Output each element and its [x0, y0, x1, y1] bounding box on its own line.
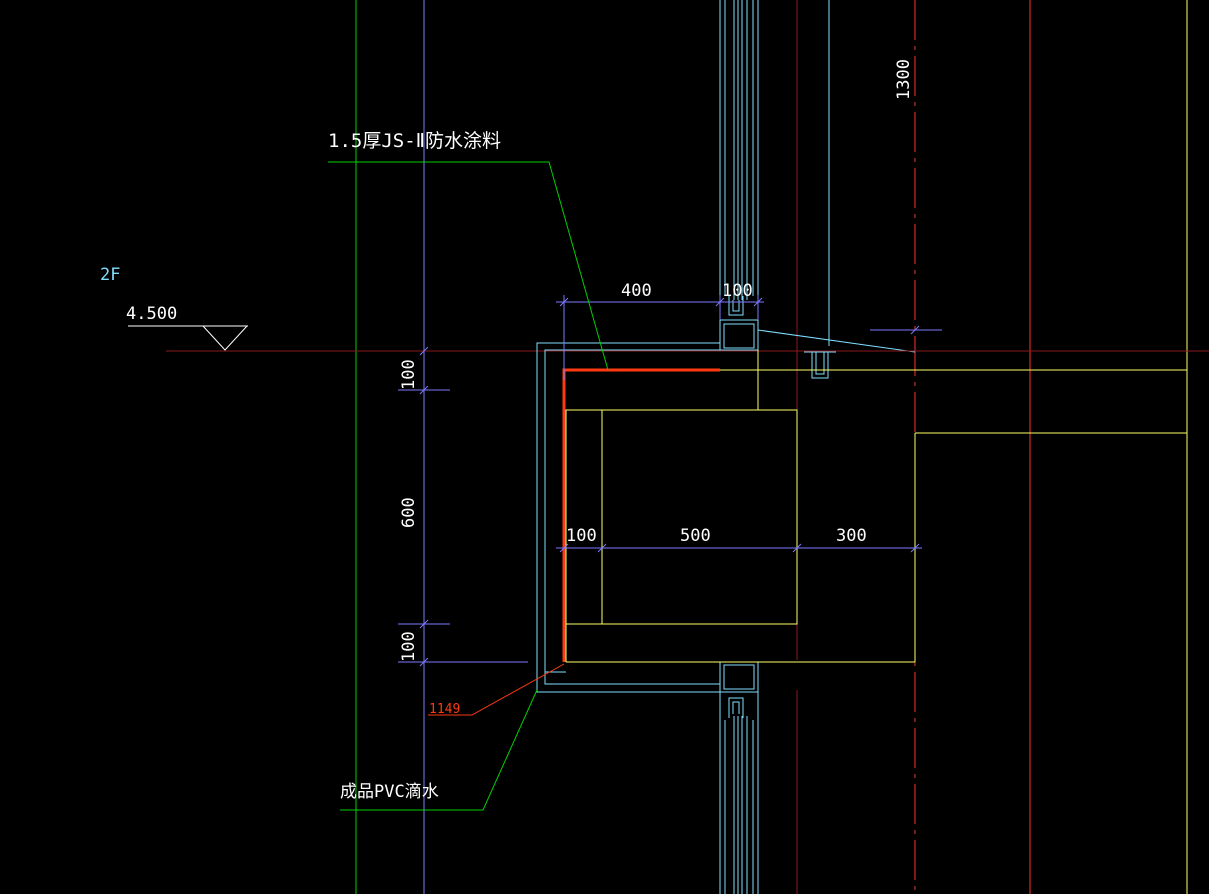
dimension-100-mid: 100 [566, 526, 597, 546]
coating-note-label: 1.5厚JS-Ⅱ防水涂料 [328, 130, 501, 152]
sill-flashing [757, 329, 916, 379]
dimension-500: 500 [680, 526, 711, 546]
vertical-grid-lines [355, 0, 1188, 894]
floor-label: 2F [100, 265, 120, 285]
dimension-1300: 1300 [894, 59, 914, 100]
dimension-100-top: 100 [722, 281, 753, 301]
dimension-100-left-top: 100 [399, 359, 419, 390]
tag-number: 1149 [429, 702, 460, 717]
cladding-outline [536, 342, 720, 693]
elevation-value: 4.500 [126, 304, 177, 324]
tag-leader [428, 663, 565, 716]
dimension-300: 300 [836, 526, 867, 546]
dimension-lines [398, 295, 942, 670]
dimension-100-left-bottom: 100 [399, 631, 419, 662]
elevation-marker [128, 325, 248, 351]
leader-lines [328, 161, 609, 811]
drip-note-label: 成品PVC滴水 [340, 782, 439, 802]
window-frame-bottom [719, 661, 759, 894]
dimension-600: 600 [399, 497, 419, 528]
dimension-400: 400 [621, 281, 652, 301]
window-frame-top [719, 0, 759, 351]
